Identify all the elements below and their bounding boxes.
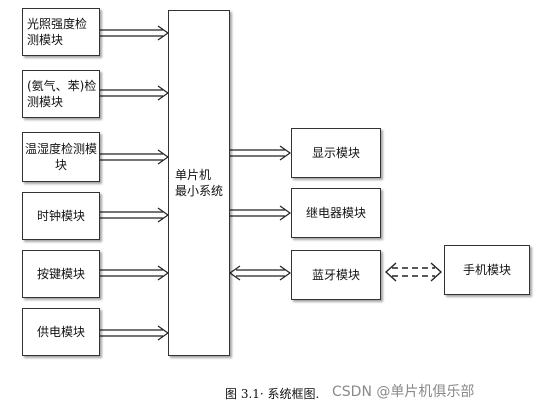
arrow-power-to-mcu	[100, 325, 170, 341]
gas-sensor-module: (氨气、苯)检测模块	[22, 70, 100, 118]
temp-humidity-module-label: 温湿度检测模块	[25, 142, 98, 172]
keys-module-label: 按键模块	[36, 267, 85, 281]
gas-sensor-module-label: (氨气、苯)检测模块	[27, 79, 97, 109]
phone-module-label: 手机模块	[462, 263, 511, 277]
arrow-keys-to-mcu	[100, 265, 170, 281]
display-module: 显示模块	[291, 128, 381, 178]
mcu-minimum-system: 单片机 最小系统	[168, 10, 230, 356]
display-module-label: 显示模块	[311, 146, 360, 160]
temp-humidity-module: 温湿度检测模块	[22, 132, 100, 182]
relay-module: 继电器模块	[291, 188, 381, 238]
clock-module: 时钟模块	[22, 192, 100, 240]
keys-module: 按键模块	[22, 250, 100, 298]
light-sensor-module-label: 光照强度检测模块	[27, 17, 88, 47]
light-sensor-module: 光照强度检测模块	[22, 8, 100, 56]
arrow-mcu-to-display	[230, 145, 292, 161]
arrow-light-to-mcu	[100, 25, 170, 41]
clock-module-label: 时钟模块	[36, 209, 85, 223]
arrow-temp-to-mcu	[100, 149, 170, 165]
bluetooth-module: 蓝牙模块	[291, 250, 381, 300]
arrow-clock-to-mcu	[100, 207, 170, 223]
bluetooth-module-label: 蓝牙模块	[311, 268, 360, 282]
arrow-mcu-to-relay	[230, 205, 292, 221]
arrow-gas-to-mcu	[100, 85, 170, 101]
csdn-watermark: CSDN @单片机俱乐部	[332, 384, 475, 400]
arrow-bluetooth-phone-wireless	[384, 262, 443, 282]
figure-caption: 图 3.1· 系统框图.	[225, 387, 320, 401]
arrow-mcu-bluetooth-bidirectional	[228, 265, 292, 281]
mcu-label: 单片机 最小系统	[174, 168, 223, 198]
power-module-label: 供电模块	[36, 325, 85, 339]
relay-module-label: 继电器模块	[305, 206, 366, 220]
phone-module: 手机模块	[444, 245, 530, 295]
power-module: 供电模块	[22, 308, 100, 356]
